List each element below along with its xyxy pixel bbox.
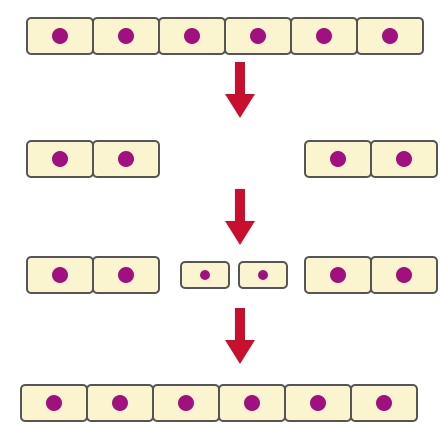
cell — [284, 384, 352, 422]
cell — [370, 256, 438, 294]
nucleus-icon — [376, 395, 392, 411]
nucleus-icon — [330, 151, 346, 167]
new-cell — [180, 261, 230, 289]
cell — [158, 17, 226, 55]
nucleus-icon — [118, 28, 134, 44]
row-repaired — [20, 384, 418, 422]
nucleus-icon — [52, 267, 68, 283]
cell — [350, 384, 418, 422]
cell — [304, 140, 372, 178]
nucleus-icon — [52, 151, 68, 167]
nucleus-icon — [258, 270, 268, 280]
row-dividing-right — [304, 256, 438, 294]
row-dividing-left — [26, 256, 160, 294]
cell — [92, 140, 160, 178]
row-dividing-new-cells — [180, 256, 288, 294]
cell — [356, 17, 424, 55]
nucleus-icon — [118, 267, 134, 283]
cell — [152, 384, 220, 422]
nucleus-icon — [52, 28, 68, 44]
cell — [370, 140, 438, 178]
nucleus-icon — [118, 151, 134, 167]
nucleus-icon — [330, 267, 346, 283]
cell — [92, 256, 160, 294]
cell — [218, 384, 286, 422]
cell — [304, 256, 372, 294]
nucleus-icon — [396, 151, 412, 167]
nucleus-icon — [396, 267, 412, 283]
cell — [26, 140, 94, 178]
nucleus-icon — [250, 28, 266, 44]
nucleus-icon — [244, 395, 260, 411]
row-wounded-right — [304, 140, 438, 178]
cell — [86, 384, 154, 422]
cell — [290, 17, 358, 55]
nucleus-icon — [178, 395, 194, 411]
nucleus-icon — [382, 28, 398, 44]
nucleus-icon — [112, 395, 128, 411]
nucleus-icon — [46, 395, 62, 411]
down-arrow-icon — [225, 308, 255, 364]
cell — [224, 17, 292, 55]
cell — [26, 17, 94, 55]
row-intact — [26, 17, 424, 55]
cell — [92, 17, 160, 55]
cell — [26, 256, 94, 294]
cell — [20, 384, 88, 422]
nucleus-icon — [184, 28, 200, 44]
row-wounded-left — [26, 140, 160, 178]
nucleus-icon — [316, 28, 332, 44]
down-arrow-icon — [225, 189, 255, 245]
nucleus-icon — [200, 270, 210, 280]
new-cell — [238, 261, 288, 289]
down-arrow-icon — [225, 62, 255, 118]
nucleus-icon — [310, 395, 326, 411]
